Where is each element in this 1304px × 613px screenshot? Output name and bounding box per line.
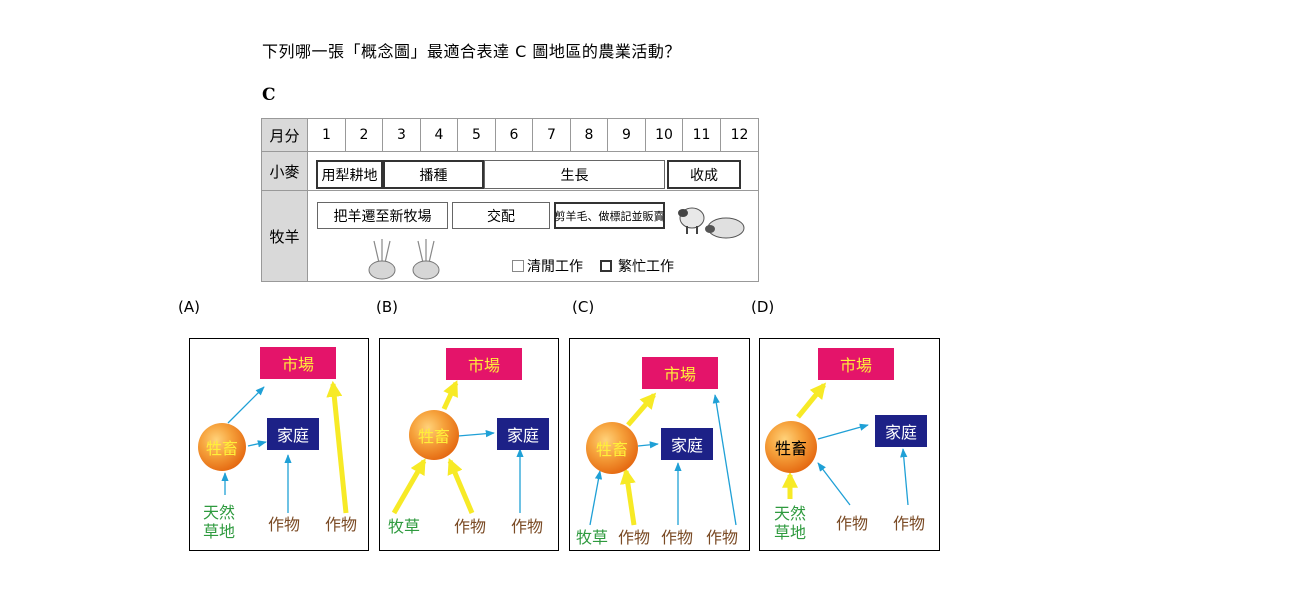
source-crop: 作物 xyxy=(836,514,869,533)
sheep-activity-shear: 剪羊毛、做標記並販賣 xyxy=(554,202,665,229)
source-natural-grassland: 天然草地 xyxy=(203,503,236,541)
legend-idle: 清閒工作 xyxy=(512,256,583,276)
month-cell: 5 xyxy=(458,119,496,151)
sheep-activity-mate: 交配 xyxy=(452,202,550,229)
home-node: 家庭 xyxy=(661,428,713,460)
option-c-label: (C) xyxy=(572,298,595,316)
month-cell: 11 xyxy=(683,119,721,151)
farm-calendar-table: 月分 1 2 3 4 5 6 7 8 9 10 11 12 小麥 用犁耕地 播種… xyxy=(261,118,759,282)
month-cell: 4 xyxy=(421,119,458,151)
market-node: 市場 xyxy=(260,347,336,379)
option-d-arrows xyxy=(781,382,909,506)
legend-busy: 繁忙工作 xyxy=(600,256,674,276)
market-node: 市場 xyxy=(642,357,718,389)
calendar-header-row: 月分 1 2 3 4 5 6 7 8 9 10 11 12 xyxy=(262,119,758,152)
month-header-label: 月分 xyxy=(262,119,308,151)
legend-busy-label: 繁忙工作 xyxy=(618,259,674,275)
source-crop: 作物 xyxy=(268,515,301,534)
option-b-diagram: 市場 家庭 牲畜 牧草 作物 作物 xyxy=(379,338,559,551)
wheat-bundle-icon xyxy=(368,239,440,280)
home-node: 家庭 xyxy=(875,415,927,447)
month-cell: 6 xyxy=(496,119,533,151)
source-crop: 作物 xyxy=(661,528,694,547)
source-crop: 作物 xyxy=(706,528,739,547)
source-crop: 作物 xyxy=(325,515,358,534)
legend-busy-swatch xyxy=(600,260,612,272)
wheat-activity-harvest: 收成 xyxy=(667,160,741,189)
option-a-label: (A) xyxy=(178,298,200,316)
source-pasture: 牧草 xyxy=(388,517,421,536)
option-c-diagram: 市場 家庭 牲畜 牧草 作物 作物 作物 xyxy=(569,338,750,551)
month-cell: 10 xyxy=(646,119,683,151)
month-cell: 7 xyxy=(533,119,571,151)
source-crop: 作物 xyxy=(893,514,926,533)
option-a-arrows xyxy=(221,380,349,514)
legend-idle-label: 清閒工作 xyxy=(527,259,583,275)
sheep-illustration xyxy=(678,207,745,239)
wheat-activity-grow: 生長 xyxy=(484,160,665,189)
option-c-arrows xyxy=(589,392,737,526)
livestock-node: 牲畜 xyxy=(198,423,246,471)
month-cell: 12 xyxy=(730,127,749,143)
month-cell: 2 xyxy=(346,119,383,151)
option-d-diagram: 市場 家庭 牲畜 天然草地 作物 作物 xyxy=(759,338,940,551)
livestock-node: 牲畜 xyxy=(586,422,638,474)
market-node: 市場 xyxy=(446,348,522,380)
source-pasture: 牧草 xyxy=(576,528,609,547)
source-natural-grassland: 天然草地 xyxy=(774,504,807,542)
legend-idle-swatch xyxy=(512,260,524,272)
figure-label: C xyxy=(262,85,276,105)
option-d-label: (D) xyxy=(751,298,775,316)
livestock-node: 牲畜 xyxy=(409,410,459,460)
wheat-activity-plough: 用犁耕地 xyxy=(316,160,383,189)
month-cell: 9 xyxy=(608,119,646,151)
sheep-activity-move: 把羊遷至新牧場 xyxy=(317,202,448,229)
source-crop: 作物 xyxy=(454,517,487,536)
sheep-row-label: 牧羊 xyxy=(262,191,308,281)
option-b-label: (B) xyxy=(376,298,398,316)
market-node: 市場 xyxy=(818,348,894,380)
wheat-row-label: 小麥 xyxy=(262,152,308,191)
month-cell: 8 xyxy=(571,119,608,151)
home-node: 家庭 xyxy=(497,418,549,450)
row-divider xyxy=(308,190,758,191)
question-text: 下列哪一張「概念圖」最適合表達 C 圖地區的農業活動？ xyxy=(262,42,681,61)
month-cell: 1 xyxy=(308,119,346,151)
wheat-activity-sow: 播種 xyxy=(383,160,484,189)
source-crop: 作物 xyxy=(618,528,651,547)
home-node: 家庭 xyxy=(267,418,319,450)
source-crop: 作物 xyxy=(511,517,544,536)
livestock-node: 牲畜 xyxy=(765,421,817,473)
option-b-arrows xyxy=(391,380,524,515)
option-a-diagram: 市場 家庭 牲畜 天然草地 作物 作物 xyxy=(189,338,369,551)
month-cell: 3 xyxy=(383,119,421,151)
